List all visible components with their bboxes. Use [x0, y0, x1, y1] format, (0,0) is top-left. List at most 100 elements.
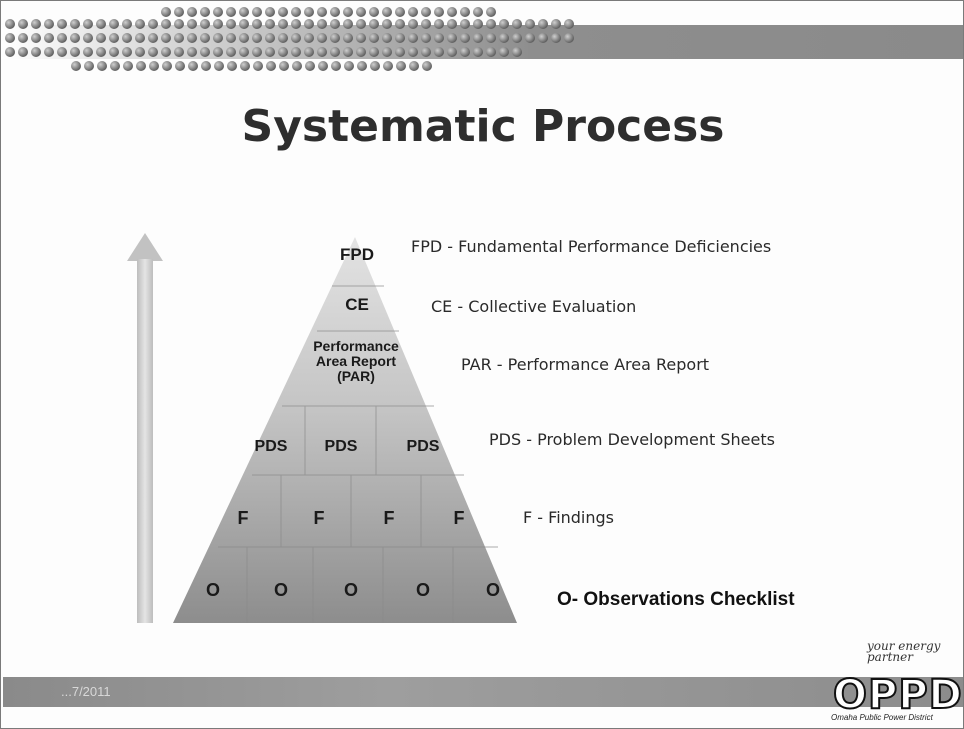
- slide-title: Systematic Process: [241, 101, 725, 152]
- decorative-dot: [18, 47, 28, 57]
- decorative-dot: [110, 61, 120, 71]
- decorative-dot: [304, 7, 314, 17]
- decorative-dot: [330, 7, 340, 17]
- decorative-dot: [70, 33, 80, 43]
- legend-f: F - Findings: [523, 508, 615, 527]
- decorative-dot: [188, 61, 198, 71]
- decorative-dot: [31, 47, 41, 57]
- decorative-dot: [434, 7, 444, 17]
- decorative-dot: [18, 33, 28, 43]
- decorative-dot: [512, 33, 522, 43]
- decorative-dot: [265, 33, 275, 43]
- decorative-dot: [174, 33, 184, 43]
- decorative-dot: [279, 61, 289, 71]
- decorative-dot: [175, 61, 185, 71]
- decorative-dot: [135, 33, 145, 43]
- legend-par: PAR - Performance Area Report: [461, 355, 710, 374]
- decorative-dot: [460, 33, 470, 43]
- decorative-dot: [239, 33, 249, 43]
- decorative-dot: [226, 19, 236, 29]
- pyramid-label-f: F: [453, 508, 465, 528]
- decorative-dot: [460, 19, 470, 29]
- decorative-dot: [5, 47, 15, 57]
- up-arrow-shaft: [137, 259, 153, 623]
- pyramid-label-ce: CE: [345, 295, 369, 314]
- up-arrow-icon: [127, 233, 163, 261]
- decorative-dot: [253, 61, 263, 71]
- logo-caption: Omaha Public Power District: [831, 713, 933, 722]
- pyramid-label-f: F: [313, 508, 325, 528]
- decorative-dot: [396, 61, 406, 71]
- decorative-dot: [409, 61, 419, 71]
- decorative-dot: [109, 19, 119, 29]
- decorative-dot: [291, 47, 301, 57]
- decorative-dot: [109, 33, 119, 43]
- decorative-dot: [317, 33, 327, 43]
- decorative-dot: [421, 7, 431, 17]
- pyramid-label-pds: PDS: [406, 438, 440, 455]
- decorative-dot: [227, 61, 237, 71]
- decorative-dot: [135, 47, 145, 57]
- decorative-dot: [447, 19, 457, 29]
- decorative-dot: [57, 19, 67, 29]
- pyramid-shape: [173, 237, 517, 623]
- decorative-dot: [291, 7, 301, 17]
- decorative-dot: [382, 7, 392, 17]
- decorative-dot: [330, 47, 340, 57]
- decorative-dot: [538, 19, 548, 29]
- pyramid-label-pds: PDS: [324, 438, 358, 455]
- decorative-dot: [31, 33, 41, 43]
- decorative-dot: [304, 47, 314, 57]
- decorative-dot: [382, 33, 392, 43]
- decorative-dot: [162, 61, 172, 71]
- decorative-dot: [266, 61, 276, 71]
- decorative-dot: [265, 19, 275, 29]
- decorative-dot: [408, 47, 418, 57]
- decorative-dot: [148, 19, 158, 29]
- decorative-dot: [486, 33, 496, 43]
- decorative-dot: [5, 33, 15, 43]
- decorative-dot: [291, 19, 301, 29]
- decorative-dot: [97, 61, 107, 71]
- decorative-dot: [239, 7, 249, 17]
- decorative-dot: [161, 19, 171, 29]
- decorative-dot: [434, 19, 444, 29]
- decorative-dot: [525, 33, 535, 43]
- decorative-dot: [369, 19, 379, 29]
- pyramid-label-par: Performance Area Report (PAR): [291, 339, 421, 384]
- decorative-dot: [200, 33, 210, 43]
- decorative-dot: [161, 47, 171, 57]
- logo-tagline: your energy partner: [867, 639, 941, 664]
- decorative-dot: [149, 61, 159, 71]
- decorative-dot: [473, 33, 483, 43]
- decorative-dot: [96, 33, 106, 43]
- decorative-dot: [421, 33, 431, 43]
- decorative-dot: [499, 47, 509, 57]
- decorative-dot: [83, 19, 93, 29]
- decorative-dot: [252, 19, 262, 29]
- decorative-dot: [512, 47, 522, 57]
- decorative-dot: [421, 47, 431, 57]
- decorative-dot: [382, 47, 392, 57]
- decorative-dot: [213, 47, 223, 57]
- decorative-dot: [96, 19, 106, 29]
- decorative-dot: [551, 33, 561, 43]
- par-line-3: (PAR): [337, 368, 375, 384]
- decorative-dot: [486, 47, 496, 57]
- decorative-dot: [201, 61, 211, 71]
- pyramid-label-o: O: [343, 580, 358, 600]
- decorative-dot: [70, 47, 80, 57]
- decorative-dot: [265, 7, 275, 17]
- decorative-dot: [291, 33, 301, 43]
- legend-o: O- Observations Checklist: [557, 589, 795, 610]
- decorative-dot: [5, 19, 15, 29]
- decorative-dot: [123, 61, 133, 71]
- decorative-dot: [174, 19, 184, 29]
- decorative-dot: [473, 7, 483, 17]
- decorative-dot: [109, 47, 119, 57]
- decorative-dot: [200, 19, 210, 29]
- decorative-dot: [71, 61, 81, 71]
- decorative-dot: [564, 19, 574, 29]
- decorative-dot: [161, 33, 171, 43]
